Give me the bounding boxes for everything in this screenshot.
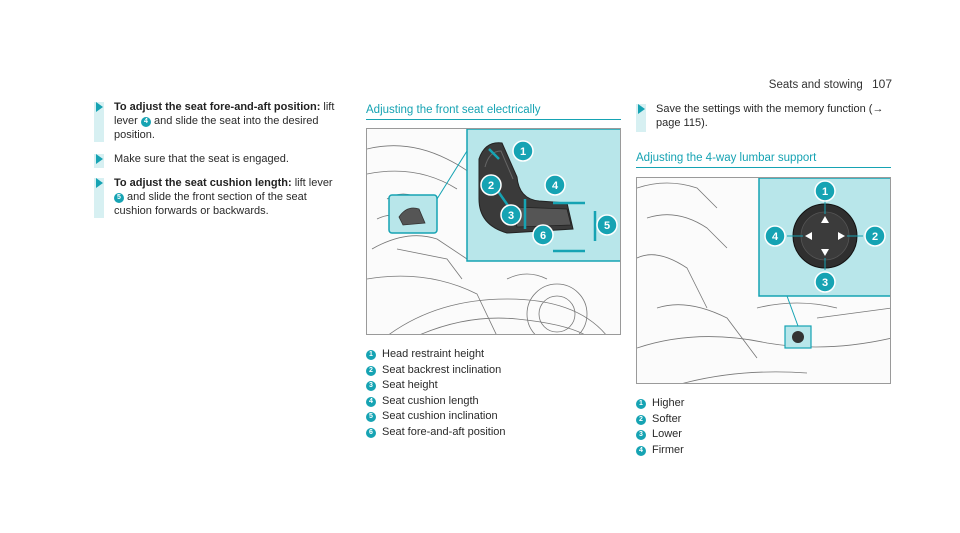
callout-marker bbox=[864, 225, 886, 247]
legend-label: Seat cushion length bbox=[382, 394, 479, 407]
seat-adjust-section: Adjusting the front seat electrically bbox=[366, 104, 621, 440]
legend-label: Head restraint height bbox=[382, 348, 485, 360]
step-arrow-icon bbox=[96, 178, 103, 188]
instruction-step: To adjust the seat fore-and-aft position… bbox=[94, 100, 344, 142]
legend-label: Seat height bbox=[382, 379, 438, 391]
callout-marker bbox=[764, 225, 786, 247]
lumbar-seat-drawing: 1 2 3 4 bbox=[637, 178, 890, 383]
callout-marker bbox=[596, 214, 618, 236]
legend-item: 3 Lower bbox=[636, 427, 891, 443]
callout-number: 3 bbox=[366, 381, 376, 391]
instruction-step: Save the settings with the memory functi… bbox=[636, 102, 891, 132]
legend-label: Softer bbox=[652, 412, 682, 425]
legend-label: Seat cushion inclination bbox=[382, 410, 498, 422]
step-text: and slide the seat into the desired posi… bbox=[114, 115, 319, 141]
callout-label: 1 bbox=[520, 146, 526, 158]
callout-label: 6 bbox=[540, 230, 546, 242]
step-title: To adjust the seat cushion length: bbox=[114, 177, 292, 189]
callout-number: 6 bbox=[366, 427, 376, 438]
callout-marker bbox=[544, 174, 566, 196]
callout-marker bbox=[532, 224, 554, 246]
callout-marker bbox=[814, 180, 836, 202]
callout-number: 4 bbox=[366, 396, 376, 407]
callout-marker bbox=[512, 140, 534, 162]
step-text: lift lever bbox=[291, 177, 333, 189]
step-text: lift lever bbox=[114, 101, 335, 127]
legend-item: 4 Seat cushion length bbox=[366, 394, 621, 410]
callout-number: 4 bbox=[636, 445, 646, 456]
page-reference-link[interactable]: page 115). bbox=[656, 117, 708, 129]
seat-legend: 1 Head restraint height 2 Seat backrest in… bbox=[366, 347, 621, 440]
page-number: 107 bbox=[871, 77, 892, 91]
callout-label: 5 bbox=[604, 220, 610, 232]
step-arrow-icon bbox=[638, 104, 645, 114]
callout-label: 1 bbox=[822, 186, 828, 198]
callout-number: 3 bbox=[636, 430, 646, 440]
legend-item: 3 Seat height bbox=[366, 378, 621, 394]
step-arrow-icon bbox=[96, 102, 103, 112]
callout-number: 1 bbox=[366, 350, 376, 360]
callout-label: 3 bbox=[508, 210, 514, 222]
step-text: Make sure that the seat is engaged. bbox=[114, 153, 289, 165]
step-bar bbox=[94, 178, 104, 218]
lumbar-section: Save the settings with the memory functi… bbox=[636, 102, 891, 458]
step-arrow-icon bbox=[96, 154, 103, 164]
callout-number: 5 bbox=[366, 412, 376, 422]
seat-controls-illustration: 1 2 3 4 5 6 bbox=[366, 128, 621, 335]
step-bar bbox=[94, 102, 104, 142]
callout-label: 2 bbox=[872, 231, 878, 243]
callout-label: 2 bbox=[488, 180, 494, 192]
callout-marker bbox=[480, 174, 502, 196]
legend-item: 1 Head restraint height bbox=[366, 347, 621, 363]
callout-label: 4 bbox=[772, 231, 779, 243]
legend-item: 1 Higher bbox=[636, 396, 891, 412]
lumbar-legend: 1 Higher 2 Softer 3 Lower 4 Firmer bbox=[636, 396, 891, 458]
legend-label: Lower bbox=[652, 428, 682, 440]
callout-number: 4 bbox=[140, 117, 151, 127]
legend-item: 2 Seat backrest inclination bbox=[366, 363, 621, 379]
step-bar bbox=[636, 104, 646, 132]
legend-item: 4 Firmer bbox=[636, 443, 891, 459]
section-title: Seats and stowing bbox=[768, 79, 863, 91]
callout-number: 1 bbox=[636, 399, 646, 409]
callout-label: 4 bbox=[552, 180, 559, 192]
section-heading: Adjusting the front seat electrically bbox=[366, 104, 621, 120]
legend-label: Seat backrest inclination bbox=[382, 363, 502, 376]
legend-item: 2 Softer bbox=[636, 412, 891, 428]
lumbar-controls-illustration: 1 2 3 4 bbox=[636, 177, 891, 384]
page-header: Seats and stowing 107 bbox=[769, 77, 892, 91]
step-title: To adjust the seat fore-and-aft position… bbox=[114, 101, 321, 113]
callout-number: 5 bbox=[114, 193, 124, 203]
callout-marker bbox=[814, 271, 836, 293]
legend-item: 6 Seat fore-and-aft position bbox=[366, 425, 621, 441]
car-interior-drawing: 1 2 3 4 5 6 bbox=[367, 129, 620, 334]
callout-label: 3 bbox=[822, 277, 828, 289]
callout-markers: 1 2 3 4 5 6 bbox=[480, 140, 618, 246]
section-heading: Adjusting the 4-way lumbar support bbox=[636, 152, 891, 168]
legend-label: Higher bbox=[652, 397, 685, 409]
legend-label: Firmer bbox=[652, 443, 684, 456]
callout-number: 2 bbox=[636, 414, 646, 425]
legend-item: 5 Seat cushion inclination bbox=[366, 409, 621, 425]
instruction-step: Make sure that the seat is engaged. bbox=[94, 152, 344, 168]
cross-reference-arrow-icon: → bbox=[872, 103, 884, 115]
legend-label: Seat fore-and-aft position bbox=[382, 425, 506, 438]
callout-number: 2 bbox=[366, 365, 376, 376]
step-text: Save the settings with the memory functi… bbox=[656, 103, 873, 115]
callout-marker bbox=[500, 204, 522, 226]
instruction-column: To adjust the seat fore-and-aft position… bbox=[94, 100, 344, 228]
instruction-step: To adjust the seat cushion length: lift … bbox=[94, 176, 344, 218]
step-text: and slide the front section of the seat … bbox=[114, 191, 307, 217]
